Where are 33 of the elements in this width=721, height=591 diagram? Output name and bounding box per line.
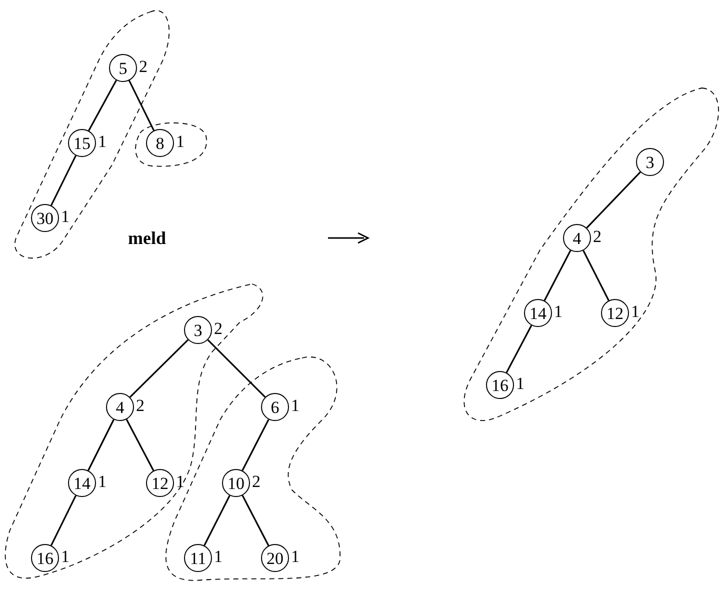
rank-label: 2 [136, 397, 144, 414]
rank-label: 1 [554, 303, 562, 320]
tree-edge [50, 155, 77, 206]
tree-edge [88, 419, 114, 471]
tree-edge [126, 419, 154, 471]
tree-edge [506, 325, 532, 373]
tree-edge [50, 495, 77, 546]
rank-label: 1 [291, 548, 300, 565]
tree-edge [582, 250, 610, 301]
tree-edge [128, 80, 155, 131]
tree-edge [88, 80, 117, 132]
rank-label: 1 [61, 208, 70, 225]
rank-label: 2 [252, 473, 260, 490]
operation-label: meld [128, 229, 166, 247]
rank-label: 1 [214, 548, 222, 565]
rank-label: 1 [61, 548, 70, 565]
rank-label: 2 [593, 228, 602, 245]
tree-edge [544, 250, 572, 301]
rank-label: 1 [176, 473, 184, 490]
tree-edge [129, 339, 189, 398]
tree-edge [204, 495, 230, 546]
rank-label: 2 [214, 320, 222, 337]
rank-label: 1 [631, 303, 640, 320]
rank-label: 1 [98, 133, 106, 150]
rank-label: 1 [516, 375, 524, 392]
tree-edge [207, 339, 266, 398]
rank-label: 1 [291, 397, 300, 414]
tree-edge [586, 172, 641, 228]
rank-label: 1 [176, 133, 184, 150]
tree-edge [242, 495, 270, 546]
rank-label: 1 [98, 473, 106, 490]
tree-edge [242, 419, 270, 471]
rank-label: 2 [139, 58, 148, 75]
